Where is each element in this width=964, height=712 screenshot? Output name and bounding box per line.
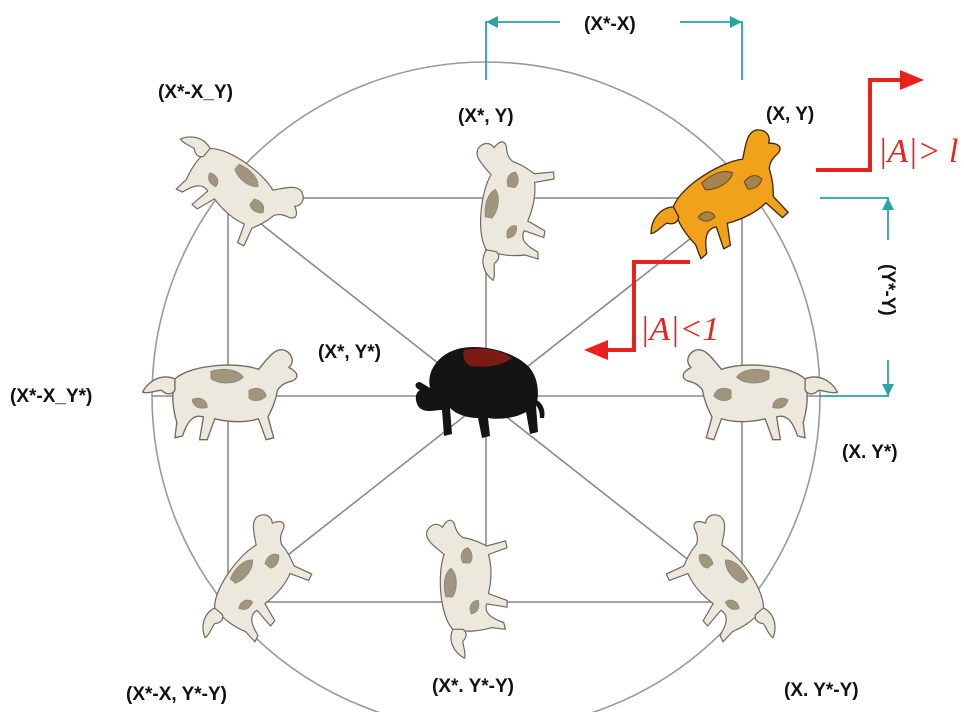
- wolf-icon: [682, 348, 839, 441]
- coefficient-arrows: [604, 78, 904, 352]
- position-labels: (X*-X_Y) (X*, Y) (X, Y) (X*-X_Y*) (X*, Y…: [10, 14, 898, 705]
- coefficient-arrowheads: [584, 70, 924, 360]
- label-top-right: (X, Y): [766, 104, 814, 125]
- arrowhead: [730, 16, 742, 28]
- leading-wolf-icon: [630, 123, 811, 277]
- arrowhead: [584, 340, 608, 360]
- exploitation-arrow: [604, 260, 690, 352]
- dy-bracket-top: [820, 197, 889, 240]
- exploration-arrow: [816, 78, 904, 172]
- wolf-icon: [152, 109, 312, 261]
- label-exploitation: |A|<1: [640, 311, 719, 348]
- distance-arrowheads: [486, 16, 894, 396]
- dx-bracket-right: [680, 21, 743, 80]
- label-top-center: (X*, Y): [458, 106, 514, 127]
- label-bottom-left: (X*-X, Y*-Y): [126, 684, 227, 705]
- dx-bracket-left: [485, 21, 560, 80]
- wolf-icon: [454, 137, 560, 289]
- bison-icon: [415, 346, 545, 438]
- arrowhead: [486, 16, 498, 28]
- wolf-icon: [425, 519, 508, 659]
- arrowhead: [882, 198, 894, 210]
- wolf-icon: [141, 348, 298, 441]
- label-mid-left: (X*-X_Y*): [10, 386, 92, 407]
- label-dy: (Y*-Y): [877, 264, 898, 316]
- label-bottom-center: (X*. Y*-Y): [432, 676, 514, 697]
- arrowhead: [900, 70, 924, 90]
- label-bottom-right: (X. Y*-Y): [784, 680, 859, 701]
- label-center: (X*, Y*): [318, 342, 381, 363]
- wolf-icon: [651, 506, 803, 666]
- label-dx: (X*-X): [584, 14, 636, 35]
- label-top-left: (X*-X_Y): [158, 82, 233, 103]
- wolf-icon: [175, 506, 327, 666]
- label-exploration: |A|> l: [878, 133, 958, 170]
- arrowhead: [882, 384, 894, 396]
- label-mid-right: (X. Y*): [842, 442, 898, 463]
